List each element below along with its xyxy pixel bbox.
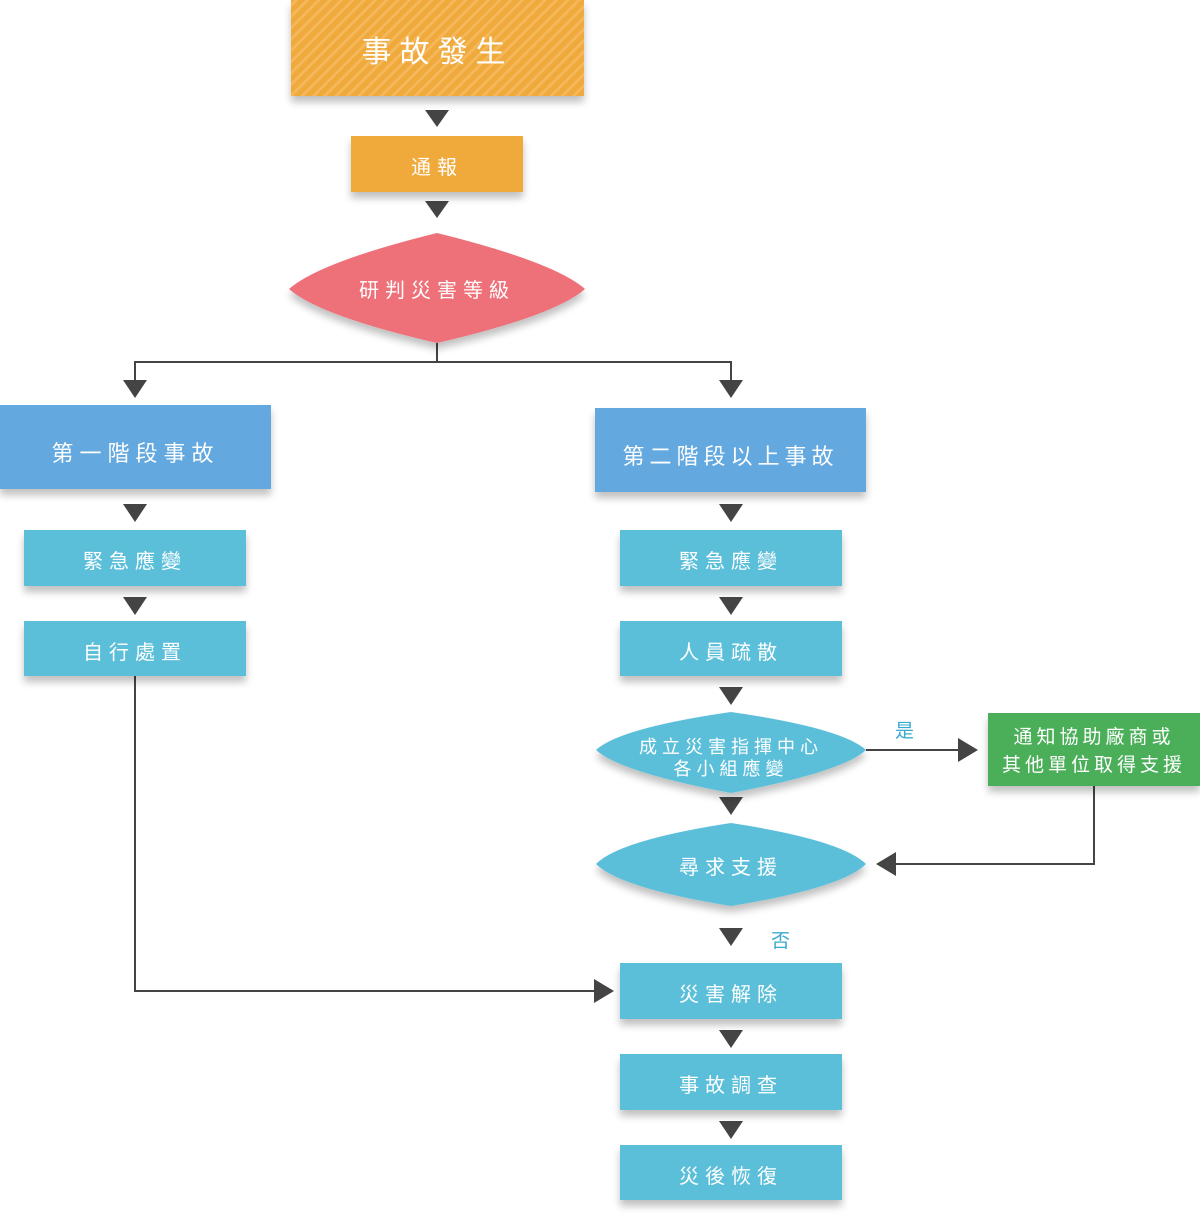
label-accident-occurs: 事故發生 [361, 35, 514, 70]
label-self-handling: 自行處置 [83, 640, 187, 664]
label-notify: 通知協助廠商或 其他單位取得支援 [988, 723, 1200, 779]
branch-line-left [134, 343, 438, 380]
node-notify-box [988, 713, 1200, 786]
label-left-emergency: 緊急應變 [83, 549, 187, 573]
node-recovery-box [620, 1145, 842, 1200]
arrow-left-support [876, 852, 896, 876]
label-recovery: 災後恢復 [679, 1164, 783, 1188]
arrow-down-11 [719, 928, 743, 946]
arrowheads [123, 110, 978, 1139]
label-assess-level: 研判災害等級 [359, 278, 515, 302]
node-stage-one-box [0, 405, 271, 489]
arrow-right-yes [958, 738, 978, 762]
arrow-down-8 [719, 597, 743, 615]
label-command-center-line1: 成立災害指揮中心 [639, 737, 823, 758]
node-disaster-cleared-box [620, 963, 842, 1019]
node-right-emergency-box [620, 530, 842, 586]
label-command-center-line2: 各小組應變 [673, 759, 789, 780]
arrow-down-3 [123, 380, 147, 398]
label-disaster-cleared: 災害解除 [679, 982, 783, 1006]
node-self-handling-box [24, 621, 246, 676]
label-seek-support: 尋求支援 [679, 855, 783, 879]
node-accident-occurs-box [291, 0, 584, 96]
arrow-down-12 [719, 1030, 743, 1048]
arrow-down-7 [123, 597, 147, 615]
line-self-handling-to-cleared [134, 676, 598, 992]
connector-lines [134, 343, 1095, 992]
arrow-down-4 [719, 380, 743, 398]
label-command-center: 成立災害指揮中心 各小組應變 [596, 735, 866, 783]
arrow-down-9 [719, 687, 743, 705]
edge-label-no: 否 [771, 930, 791, 952]
node-command-center-diamond [596, 712, 866, 793]
node-seek-support-diamond [596, 823, 866, 906]
label-right-emergency: 緊急應變 [679, 549, 783, 573]
label-stage-two-plus: 第二階段以上事故 [622, 445, 839, 470]
branch-line-right [437, 361, 732, 380]
arrow-down-6 [719, 504, 743, 522]
arrow-down-13 [719, 1121, 743, 1139]
node-report-box [351, 136, 523, 192]
node-stage-two-plus-box [595, 408, 866, 492]
node-assess-level-diamond [289, 233, 585, 343]
node-investigation-box [620, 1054, 842, 1110]
arrow-down-10 [719, 797, 743, 815]
label-stage-one: 第一階段事故 [51, 442, 220, 467]
label-report: 通報 [411, 155, 463, 179]
label-investigation: 事故調查 [679, 1073, 783, 1097]
node-left-emergency-box [24, 530, 246, 586]
node-evacuation-box [620, 621, 842, 676]
edge-label-yes: 是 [895, 720, 915, 742]
line-notify-to-support [896, 786, 1095, 865]
label-notify-line2: 其他單位取得支援 [1001, 754, 1186, 776]
arrow-down-1 [425, 110, 449, 127]
label-notify-line1: 通知協助廠商或 [1013, 726, 1175, 748]
arrow-down-5 [123, 504, 147, 522]
label-evacuation: 人員疏散 [679, 640, 783, 664]
arrow-right-cleared [594, 979, 614, 1003]
arrow-down-2 [425, 201, 449, 218]
